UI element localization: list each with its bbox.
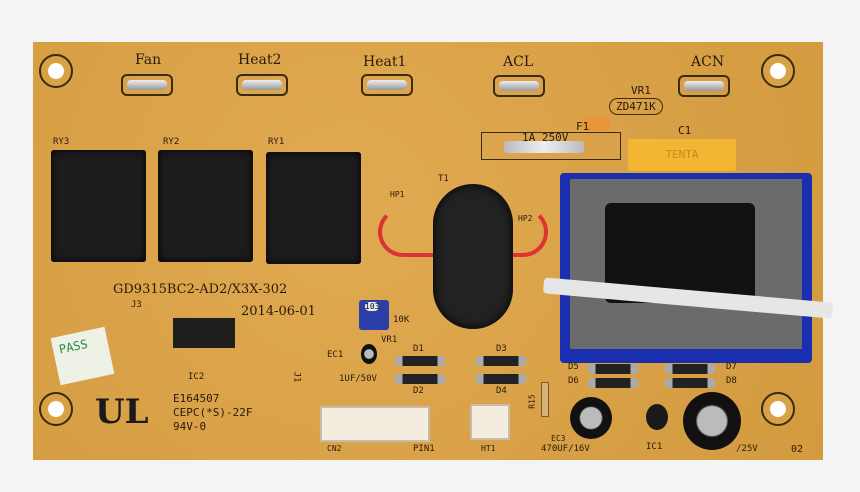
fan-terminal — [121, 74, 173, 96]
acl-terminal — [493, 75, 545, 97]
hp1-label: HP1 — [390, 190, 405, 199]
mounting-hole — [39, 54, 73, 88]
fuse-ref: F1 — [576, 120, 590, 133]
diode-d6 — [588, 378, 638, 388]
date-code: 2014-06-01 — [241, 304, 316, 319]
ul-logo: UL — [95, 392, 149, 432]
ec1-ref: EC1 — [327, 350, 344, 360]
diode-d7-ref: D7 — [726, 362, 737, 372]
diode-d2-ref: D2 — [413, 386, 424, 396]
diode-d3 — [476, 356, 526, 366]
fuse — [504, 141, 584, 153]
cert-code: CEPC(*S)-22F — [173, 406, 253, 419]
mounting-hole — [761, 54, 795, 88]
trimmer-potentiometer: 103 — [359, 300, 389, 330]
jumper-j3: J3 — [131, 300, 142, 310]
relay-ry3 — [51, 150, 146, 262]
ec4-value: /25V — [736, 444, 758, 454]
current-transformer-t1 — [433, 184, 513, 329]
fuse-holder: 1A 250V — [481, 131, 621, 160]
corner-mark: 02 — [791, 444, 804, 455]
mounting-hole — [761, 392, 795, 426]
label-heat2: Heat2 — [238, 52, 282, 68]
pcb-board: Fan Heat2 Heat1 ACL ACN VR1 ZD471K F1 1A… — [33, 42, 834, 460]
diode-d7 — [665, 364, 715, 374]
cert-file: E164507 — [173, 392, 220, 405]
diode-d5-ref: D5 — [568, 362, 579, 372]
relay-ref-ry2: RY2 — [163, 137, 180, 147]
mounting-hole — [39, 392, 73, 426]
ic2-ref: IC2 — [188, 372, 205, 382]
diode-d5 — [588, 364, 638, 374]
label-acl: ACL — [503, 54, 534, 70]
pin1-label: PIN1 — [413, 444, 435, 454]
diode-d6-ref: D6 — [568, 376, 579, 386]
r15-ref: R15 — [527, 394, 537, 409]
transformer-ref: T1 — [438, 174, 449, 184]
diode-d1 — [395, 356, 445, 366]
diode-d8 — [665, 378, 715, 388]
varistor-ref: VR1 — [631, 84, 651, 97]
trimmer-code: 103 — [365, 302, 380, 311]
power-transformer — [560, 173, 812, 363]
ec3-value: 470UF/16V — [541, 444, 590, 454]
heat1-terminal — [361, 74, 413, 96]
acn-terminal — [678, 75, 730, 97]
resistor-r15 — [541, 382, 549, 417]
relay-ref-ry1: RY1 — [268, 137, 285, 147]
label-heat1: Heat1 — [363, 54, 407, 70]
ic1-ref: IC1 — [646, 442, 663, 452]
diode-d4-ref: D4 — [496, 386, 507, 396]
ht1-ref: HT1 — [481, 444, 496, 453]
ic2-chip — [173, 318, 235, 348]
cn2-ref: CN2 — [327, 444, 342, 453]
fuse-rating: 1A 250V — [522, 131, 569, 144]
connector-ht1 — [470, 404, 510, 440]
label-fan: Fan — [135, 52, 162, 68]
diode-d8-ref: D8 — [726, 376, 737, 386]
jumper-j1: J1 — [291, 371, 302, 383]
ec3-ref: EC3 — [551, 434, 566, 443]
trimmer-ref: VR1 — [381, 335, 398, 345]
diode-d3-ref: D3 — [496, 344, 507, 354]
capacitor-ec1 — [361, 344, 377, 364]
ic1-regulator — [646, 404, 668, 430]
capacitor-ec4 — [683, 392, 741, 450]
label-acn: ACN — [691, 54, 725, 70]
varistor — [581, 117, 611, 131]
heat2-terminal — [236, 74, 288, 96]
part-number: GD9315BC2-AD2/X3X-302 — [113, 282, 288, 297]
capacitor-c1: TENTA — [628, 139, 736, 171]
diode-d1-ref: D1 — [413, 344, 424, 354]
trimmer-value: 10K — [393, 315, 410, 325]
relay-ry2 — [158, 150, 253, 262]
capacitor-ec3 — [570, 397, 612, 439]
relay-ref-ry3: RY3 — [53, 137, 70, 147]
ec1-value: 1UF/50V — [339, 374, 377, 384]
varistor-value: ZD471K — [609, 98, 663, 115]
diode-d4 — [476, 374, 526, 384]
c1-ref: C1 — [678, 124, 692, 137]
cert-rating: 94V-0 — [173, 420, 207, 433]
connector-cn2 — [320, 406, 430, 442]
diode-d2 — [395, 374, 445, 384]
relay-ry1 — [266, 152, 361, 264]
pass-sticker: PASS — [50, 326, 115, 386]
